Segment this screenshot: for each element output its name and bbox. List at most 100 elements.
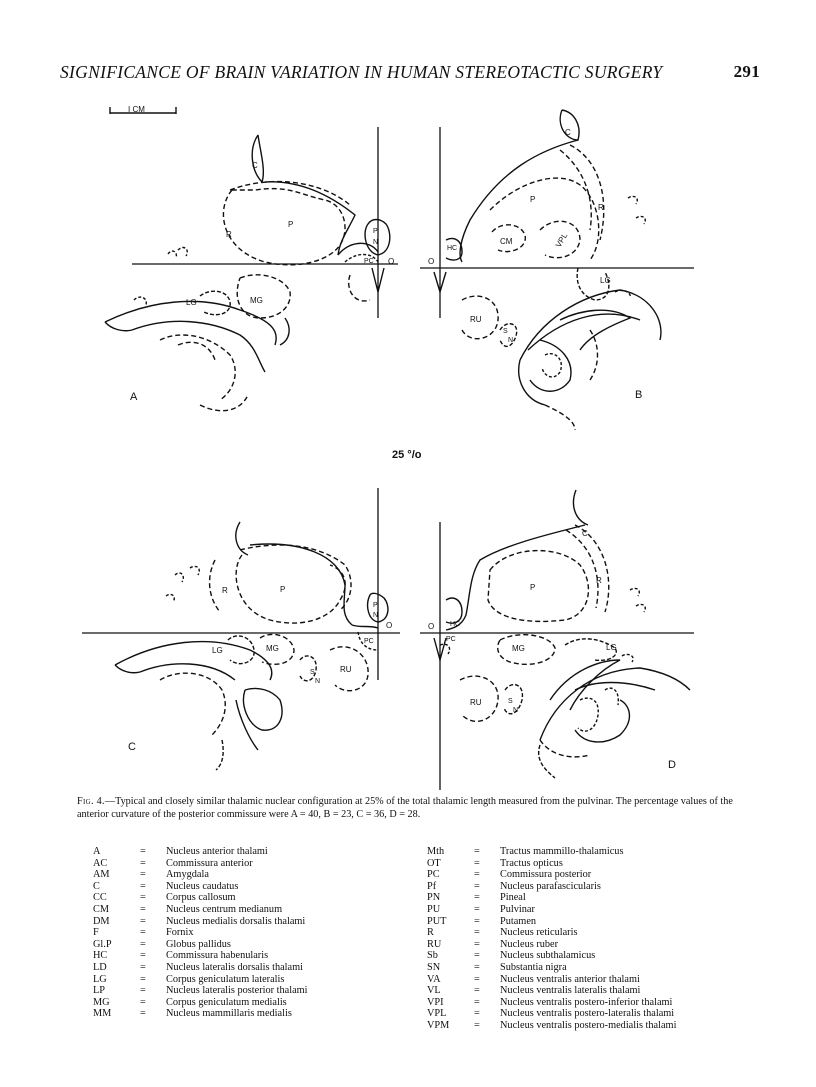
legend-row: PU=Pulvinar — [427, 904, 676, 916]
legend-abbreviation: VPL — [427, 1008, 447, 1020]
legend-equals: = — [474, 880, 480, 892]
label-d-r: R — [596, 576, 602, 585]
legend-row: PN=Pineal — [427, 892, 676, 904]
legend-equals: = — [474, 1008, 480, 1020]
legend-definition: Tractus opticus — [500, 857, 563, 869]
legend-definition: Nucleus ventralis anterior thalami — [500, 973, 640, 985]
legend-abbreviation: F — [93, 927, 99, 939]
legend-definition: Nucleus centrum medianum — [166, 903, 283, 915]
panel-c: R P P N O PC LG MG S N RU C — [82, 488, 400, 771]
label-b-n: N — [508, 337, 513, 344]
label-b-lg: LG — [600, 276, 611, 285]
legend-abbreviation: Sb — [427, 950, 438, 962]
label-a-pn-p: P — [373, 228, 378, 235]
label-b-vpl: VPL — [554, 231, 570, 249]
legend-row: A=Nucleus anterior thalami — [93, 846, 308, 858]
legend-abbreviation: AC — [93, 857, 108, 869]
legend-abbreviation: PC — [427, 869, 440, 881]
label-b-ru: RU — [470, 315, 482, 324]
legend-equals: = — [474, 950, 480, 962]
label-c-r: R — [222, 586, 228, 595]
legend-row: C = Nucleus caudatus — [93, 881, 308, 893]
legend-definition: Commissura habenularis — [166, 950, 269, 962]
legend-definition: Amygdala — [166, 869, 209, 881]
legend-equals: = — [140, 973, 146, 985]
label-d-mg: MG — [512, 644, 525, 653]
legend-definition: Nucleus anterior thalami — [166, 846, 268, 857]
legend-row: Gl.P=Globus pallidus — [93, 939, 308, 951]
legend-definition: Nucleus lateralis posterior thalami — [166, 985, 308, 997]
label-a-pc: PC — [364, 258, 374, 265]
legend-abbreviation: R — [427, 927, 434, 939]
legend-row: CM=Nucleus centrum medianum — [93, 904, 308, 916]
legend-equals: = — [140, 846, 146, 857]
label-c-pn-p: P — [373, 602, 378, 609]
legend-definition: Nucleus ruber — [500, 938, 559, 950]
legend-row: MM=Nucleus mammillaris medialis — [93, 1008, 308, 1020]
legend-row: Mth=Tractus mammillo-thalamicus — [427, 846, 676, 858]
legend-abbreviation: SN — [427, 961, 441, 973]
legend-definition: Tractus mammillo-thalamicus — [500, 846, 624, 857]
label-d-s: S — [508, 698, 513, 705]
label-c-ru: RU — [340, 665, 352, 674]
legend-definition: Nucleus reticularis — [500, 927, 578, 939]
scale-bar: I CM — [109, 105, 177, 114]
legend-equals: = — [474, 985, 480, 997]
legend-equals: = — [474, 915, 480, 927]
legend-abbreviation: HC — [93, 950, 108, 962]
legend-row: DM=Nucleus medialis dorsalis thalami — [93, 916, 308, 928]
legend-row: CC=Corpus callosum — [93, 892, 308, 904]
legend-abbreviation: MM — [93, 1008, 112, 1020]
legend-abbreviation: Gl.P — [93, 938, 112, 950]
caption-text: —Typical and closely similar thalamic nu… — [77, 796, 733, 820]
label-c-lg: LG — [212, 646, 223, 655]
legend-definition: Pulvinar — [500, 903, 535, 915]
legend-row: VPI=Nucleus ventralis postero-inferior t… — [427, 997, 676, 1009]
legend-row: R = Nucleus reticularis — [427, 927, 676, 939]
legend-equals: = — [474, 938, 480, 950]
legend-row: LG=Corpus geniculatum lateralis — [93, 974, 308, 986]
legend-equals: = — [140, 996, 146, 1008]
label-d-pc: PC — [446, 636, 456, 643]
legend-row: Pf=Nucleus parafascicularis — [427, 881, 676, 893]
legend-abbreviation: MG — [93, 996, 110, 1008]
label-c-p: P — [280, 585, 285, 594]
legend-definition: Nucleus medialis dorsalis thalami — [166, 915, 306, 927]
legend-equals: = — [140, 961, 146, 973]
legend-abbreviation: CM — [93, 903, 110, 915]
caption-label: Fig. 4. — [77, 796, 105, 807]
legend-equals: = — [474, 846, 480, 857]
label-b-hc: HC — [447, 245, 457, 252]
legend-abbreviation: DM — [93, 915, 110, 927]
legend-row: PUT=Putamen — [427, 916, 676, 928]
legend-equals: = — [140, 880, 146, 892]
legend-equals: = — [140, 938, 146, 950]
legend-abbreviation: OT — [427, 857, 441, 869]
label-c-s: S — [310, 669, 315, 676]
legend-abbreviation: PU — [427, 903, 441, 915]
legend-abbreviation: C — [93, 880, 100, 892]
legend-row: HC = Commissura habenularis — [93, 950, 308, 962]
panel-a: C R P P N PC O LG MG A — [104, 127, 398, 412]
legend-equals: = — [140, 950, 146, 962]
label-a-pn-n: N — [373, 239, 378, 246]
legend-definition: Nucleus caudatus — [166, 880, 239, 892]
legend-abbreviation: PN — [427, 892, 441, 904]
legend-definition: Corpus geniculatum lateralis — [166, 973, 285, 985]
label-b-p: P — [530, 195, 535, 204]
legend-abbreviation: VL — [427, 985, 441, 997]
legend-abbreviation: VPM — [427, 1019, 450, 1031]
label-c-pc: PC — [364, 638, 374, 645]
label-b-s: S — [503, 328, 508, 335]
label-a-p: P — [288, 220, 293, 229]
legend-row: RU=Nucleus ruber — [427, 939, 676, 951]
page-number: 291 — [733, 62, 760, 81]
legend-equals: = — [474, 961, 480, 973]
legend-definition: Commissura posterior — [500, 869, 592, 881]
legend-row: LP=Nucleus lateralis posterior thalami — [93, 985, 308, 997]
legend-abbreviation: LD — [93, 961, 107, 973]
legend-definition: Nucleus subthalamicus — [500, 950, 596, 962]
legend-equals: = — [474, 927, 480, 939]
legend-abbreviation: Pf — [427, 880, 437, 892]
